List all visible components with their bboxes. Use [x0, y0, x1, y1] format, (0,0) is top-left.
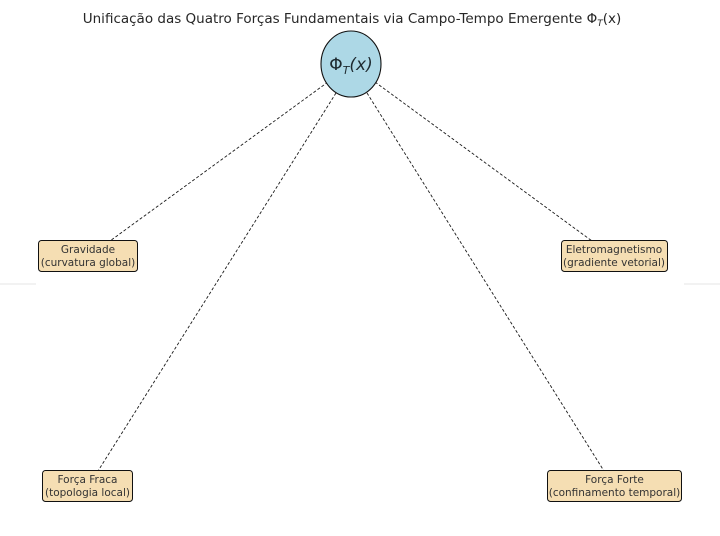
center-label: ΦT(x) [329, 55, 372, 77]
center-phi: Φ [329, 55, 342, 75]
title-prefix: Unificação das Quatro Forças Fundamentai… [83, 11, 587, 27]
node-forca-fraca-title: Força Fraca [58, 474, 118, 486]
center-ellipse [320, 30, 382, 98]
center-sub: T [343, 64, 351, 77]
node-gravidade-subtitle: (curvatura global) [41, 257, 135, 269]
node-eletromagnetismo: Eletromagnetismo (gradiente vetorial) [561, 240, 668, 272]
node-forca-fraca-subtitle: (topologia local) [45, 487, 130, 499]
node-forca-fraca-box [42, 470, 133, 502]
center-arg: (x) [349, 55, 372, 75]
node-gravidade-title: Gravidade [61, 244, 115, 256]
node-forca-forte-subtitle: (confinamento temporal) [549, 487, 681, 499]
node-forca-fraca: Força Fraca (topologia local) [42, 470, 133, 502]
node-eletromagnetismo-subtitle: (gradiente vetorial) [563, 257, 665, 269]
node-gravidade: Gravidade (curvatura global) [38, 240, 138, 272]
node-forca-forte-title: Força Forte [585, 474, 644, 486]
node-gravidade-box [38, 240, 138, 272]
node-eletromagnetismo-title: Eletromagnetismo [566, 244, 662, 256]
title-sub: T [597, 19, 604, 29]
title-phi: Φ [587, 11, 598, 27]
link-forca-forte [366, 92, 605, 472]
title-arg: (x) [603, 11, 622, 27]
link-forca-fraca [97, 92, 337, 472]
node-eletromagnetismo-box [561, 240, 668, 272]
node-forca-forte: Força Forte (confinamento temporal) [547, 470, 682, 502]
diagram-title: Unificação das Quatro Forças Fundamentai… [83, 11, 622, 29]
link-gravidade [109, 81, 329, 242]
center-node: ΦT(x) [320, 30, 382, 98]
link-eletromagnetismo [374, 81, 593, 242]
node-forca-forte-box [547, 470, 682, 502]
